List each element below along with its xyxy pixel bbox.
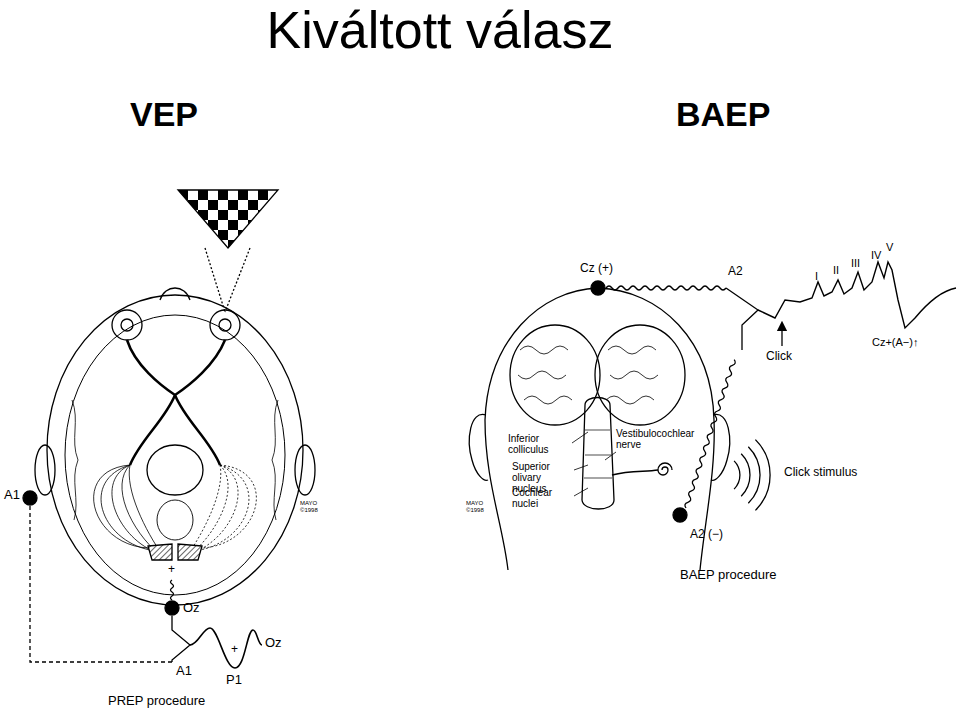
ear — [295, 445, 315, 495]
baep-waveform — [758, 262, 956, 328]
reference-wire — [30, 506, 172, 662]
signal-wave — [606, 286, 726, 290]
eye — [112, 310, 142, 340]
visual-cortex — [178, 544, 202, 560]
head-outline — [485, 288, 714, 570]
anatomy-label: Cochlear nuclei — [512, 487, 574, 509]
hemisphere — [510, 325, 600, 425]
peak-label: III — [851, 257, 860, 269]
ear — [35, 445, 55, 495]
peak-label: P1 — [226, 673, 242, 687]
eye-lens — [219, 319, 231, 331]
peak-label: IV — [871, 249, 881, 261]
procedure-caption: PREP procedure — [108, 694, 205, 708]
polarity-sign: + — [231, 643, 238, 656]
electrode-label: A1 — [176, 664, 192, 678]
electrode-label: A1 — [4, 488, 20, 502]
anatomy-label: Vestibulocochlear nerve — [616, 428, 712, 450]
cerebellum — [157, 500, 193, 540]
panel-heading: BAEP — [676, 96, 770, 133]
axis-note: Cz+(A−)↑ — [872, 336, 918, 348]
electrode-label: A2 — [728, 265, 743, 278]
electrode — [591, 281, 605, 295]
ear — [469, 414, 488, 480]
procedure-caption: BAEP procedure — [680, 568, 777, 582]
head-outline — [47, 295, 303, 605]
optic-radiation — [187, 465, 256, 556]
brainstem-levels — [584, 430, 612, 478]
electrode-label: Oz — [183, 601, 200, 615]
vep-waveform — [190, 628, 262, 668]
visual-cortex — [148, 544, 172, 560]
gyri — [518, 346, 658, 404]
sound-waves — [734, 440, 770, 511]
hemisphere — [595, 325, 685, 425]
peak-label: I — [815, 270, 818, 282]
stimulus-label: Click stimulus — [784, 466, 857, 479]
optic-tract — [130, 395, 220, 465]
ear — [711, 414, 730, 480]
electrode — [673, 508, 687, 522]
signal-wave — [171, 580, 174, 600]
electrode — [165, 601, 179, 615]
cochlea — [658, 463, 672, 475]
anatomy-label: Inferior colliculus — [508, 433, 570, 455]
eye — [210, 310, 240, 340]
checkerboard — [178, 190, 278, 248]
click-arrow — [781, 326, 782, 346]
visual-field-lines — [205, 248, 250, 312]
peak-label: V — [886, 241, 893, 253]
amplifier — [726, 288, 758, 350]
title: Kiváltott válasz — [0, 2, 880, 59]
electrode — [23, 491, 37, 505]
midbrain — [147, 445, 203, 495]
brainstem — [582, 398, 614, 510]
electrode-label: Cz (+) — [580, 262, 613, 275]
leader-line — [572, 432, 616, 496]
copyright-mark: MAYO ©1998 — [300, 500, 322, 513]
electrode-label: A2 (−) — [690, 528, 723, 541]
electrode-label: Oz — [265, 636, 282, 650]
baep-illustration — [469, 262, 956, 570]
optic-nerve — [127, 340, 225, 395]
nerve — [612, 470, 658, 475]
panel-heading: VEP — [130, 96, 198, 133]
copyright-mark: MAYO ©1998 — [466, 500, 488, 513]
peak-label: II — [833, 264, 839, 276]
optic-radiation — [94, 465, 163, 556]
polarity-sign: + — [168, 563, 175, 576]
brain-outline — [65, 315, 285, 595]
eye-lens — [121, 319, 133, 331]
vep-illustration — [23, 190, 315, 668]
amplifier — [172, 616, 190, 662]
cortex-folds — [72, 400, 278, 520]
nose — [160, 288, 190, 300]
stimulus-label: Click — [766, 350, 792, 363]
